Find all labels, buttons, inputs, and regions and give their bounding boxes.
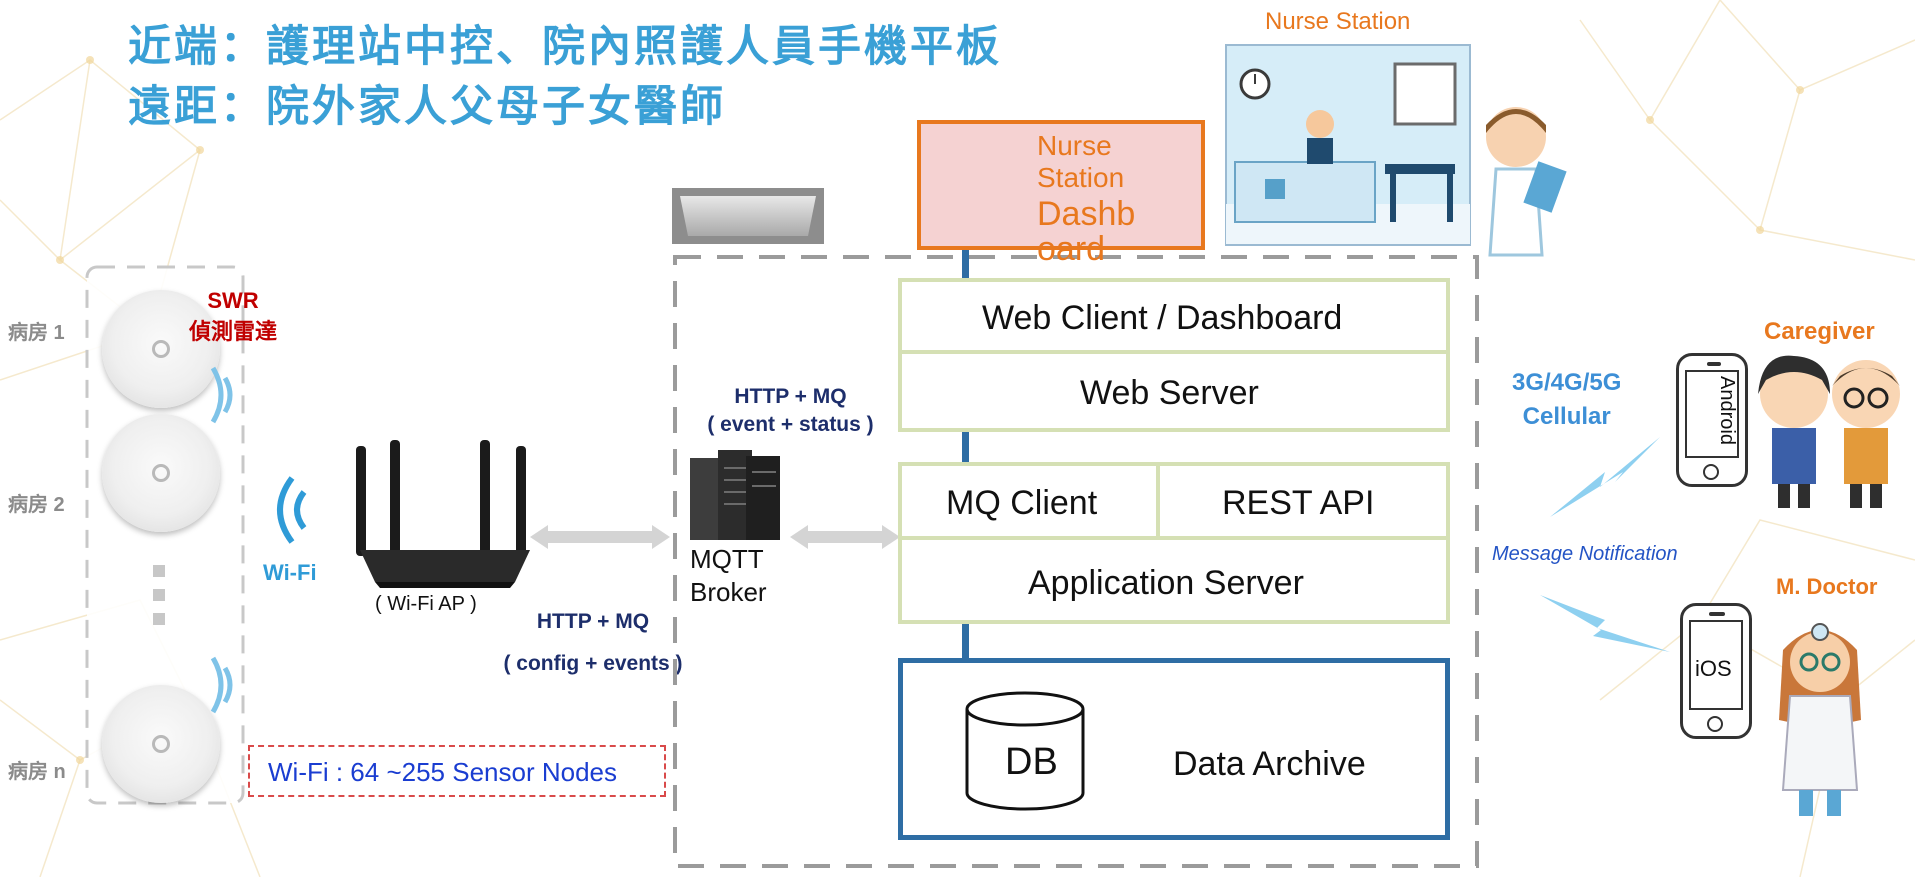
ios-label: iOS (1695, 656, 1732, 681)
dashboard-box-line-1: Nurse (1037, 130, 1112, 161)
router-broker-arrow (530, 525, 670, 549)
android-label: Android (1716, 376, 1738, 445)
http-mq-top-line-2: ( event + status ) (707, 413, 874, 436)
mqtt-broker-line-1: MQTT (690, 544, 764, 574)
dashboard-box-text: Nurse Station Dashb oard (1037, 130, 1136, 268)
connector-appserver-db (962, 622, 969, 662)
dashboard-box-line-3: Dashb (1037, 195, 1136, 233)
lightning-signal-icon-top (1550, 437, 1660, 517)
http-mq-top-line-1: HTTP + MQ (734, 385, 847, 408)
http-mq-bottom-line-1: HTTP + MQ (536, 610, 650, 633)
message-notification-label: Message Notification (1492, 543, 1678, 565)
web-client-box: Web Client / Dashboard (898, 278, 1450, 354)
wifi-wave-icon-top (210, 366, 233, 424)
wifi-label: Wi-Fi (263, 560, 317, 585)
nurse-station-label: Nurse Station (1265, 8, 1411, 35)
vertical-ellipsis-icon (153, 565, 165, 625)
server-container (673, 255, 1479, 868)
connector-webserver-mqclient (962, 428, 969, 466)
ward-panel (85, 265, 245, 805)
bevel-panel-shape (672, 188, 824, 244)
rest-api-box: REST API (1156, 462, 1450, 540)
nurse-station-dashboard-box: Nurse Station Dashb oard (917, 120, 1205, 266)
swr-label: SWR 偵測雷達 (188, 288, 278, 346)
room-2-label: 病房 2 (8, 494, 65, 516)
rest-api-label: REST API (1222, 484, 1375, 522)
doctor-character-illustration (1779, 623, 1861, 816)
data-archive-box: DB Data Archive (898, 658, 1450, 840)
title-line-2: 遠距：院外家人父母子女醫師 (128, 82, 726, 132)
mq-client-box: MQ Client (898, 462, 1160, 540)
wifi-router-icon (356, 440, 530, 588)
database-cylinder-icon (965, 691, 1085, 811)
lightning-signal-icon-bottom (1540, 595, 1670, 652)
cellular-line-2: Cellular (1522, 403, 1611, 430)
mqtt-broker-line-2: Broker (690, 577, 767, 607)
radar-sensor-n (102, 685, 220, 803)
application-server-box: Application Server (898, 536, 1450, 624)
ios-phone-icon: iOS (1680, 603, 1752, 739)
swr-label-line-2: 偵測雷達 (188, 320, 277, 345)
connector-dashboard-webclient (962, 250, 969, 282)
swr-label-line-1: SWR (207, 288, 259, 313)
http-mq-top-label: HTTP + MQ ( event + status ) (678, 385, 903, 437)
data-archive-label: Data Archive (1173, 745, 1366, 783)
mq-client-label: MQ Client (946, 484, 1098, 522)
dashboard-box-line-2: Station (1037, 162, 1125, 193)
title-line-1: 近端：護理站中控、院內照護人員手機平板 (128, 22, 1002, 72)
http-mq-bottom-line-2: ( config + events ) (503, 652, 683, 675)
cellular-line-1: 3G/4G/5G (1512, 369, 1622, 396)
wifi-wave-icon-bottom (210, 656, 233, 714)
web-server-label: Web Server (1080, 374, 1259, 412)
sensor-nodes-box: Wi-Fi : 64 ~255 Sensor Nodes (248, 745, 666, 797)
caregiver-characters-illustration (1758, 355, 1900, 508)
mqtt-broker-label: MQTT Broker (690, 543, 767, 609)
radar-sensor-2 (102, 414, 220, 532)
wifi-signal-icon (277, 476, 307, 544)
application-server-label: Application Server (1028, 564, 1304, 602)
web-client-label: Web Client / Dashboard (982, 299, 1343, 337)
http-mq-bottom-label: HTTP + MQ ( config + events ) (478, 610, 708, 676)
web-server-box: Web Server (898, 350, 1450, 432)
wifi-ap-label: ( Wi-Fi AP ) (375, 593, 477, 615)
db-label: DB (1005, 741, 1058, 783)
room-n-label: 病房 n (8, 761, 66, 783)
broker-server-arrow (790, 525, 900, 549)
mqtt-broker-server-icon (690, 450, 780, 540)
caregiver-label: Caregiver (1764, 318, 1875, 345)
sensor-nodes-label: Wi-Fi : 64 ~255 Sensor Nodes (268, 757, 617, 787)
dashboard-box-line-4: oard (1037, 230, 1106, 268)
android-phone-icon: Android (1676, 353, 1748, 487)
cellular-label: 3G/4G/5G Cellular (1512, 366, 1621, 434)
nurse-station-illustration (1225, 44, 1471, 246)
room-1-label: 病房 1 (8, 322, 65, 344)
doctor-label: M. Doctor (1776, 574, 1878, 599)
nurse-character-illustration (1486, 107, 1567, 257)
radar-sensor-1 (102, 290, 220, 408)
